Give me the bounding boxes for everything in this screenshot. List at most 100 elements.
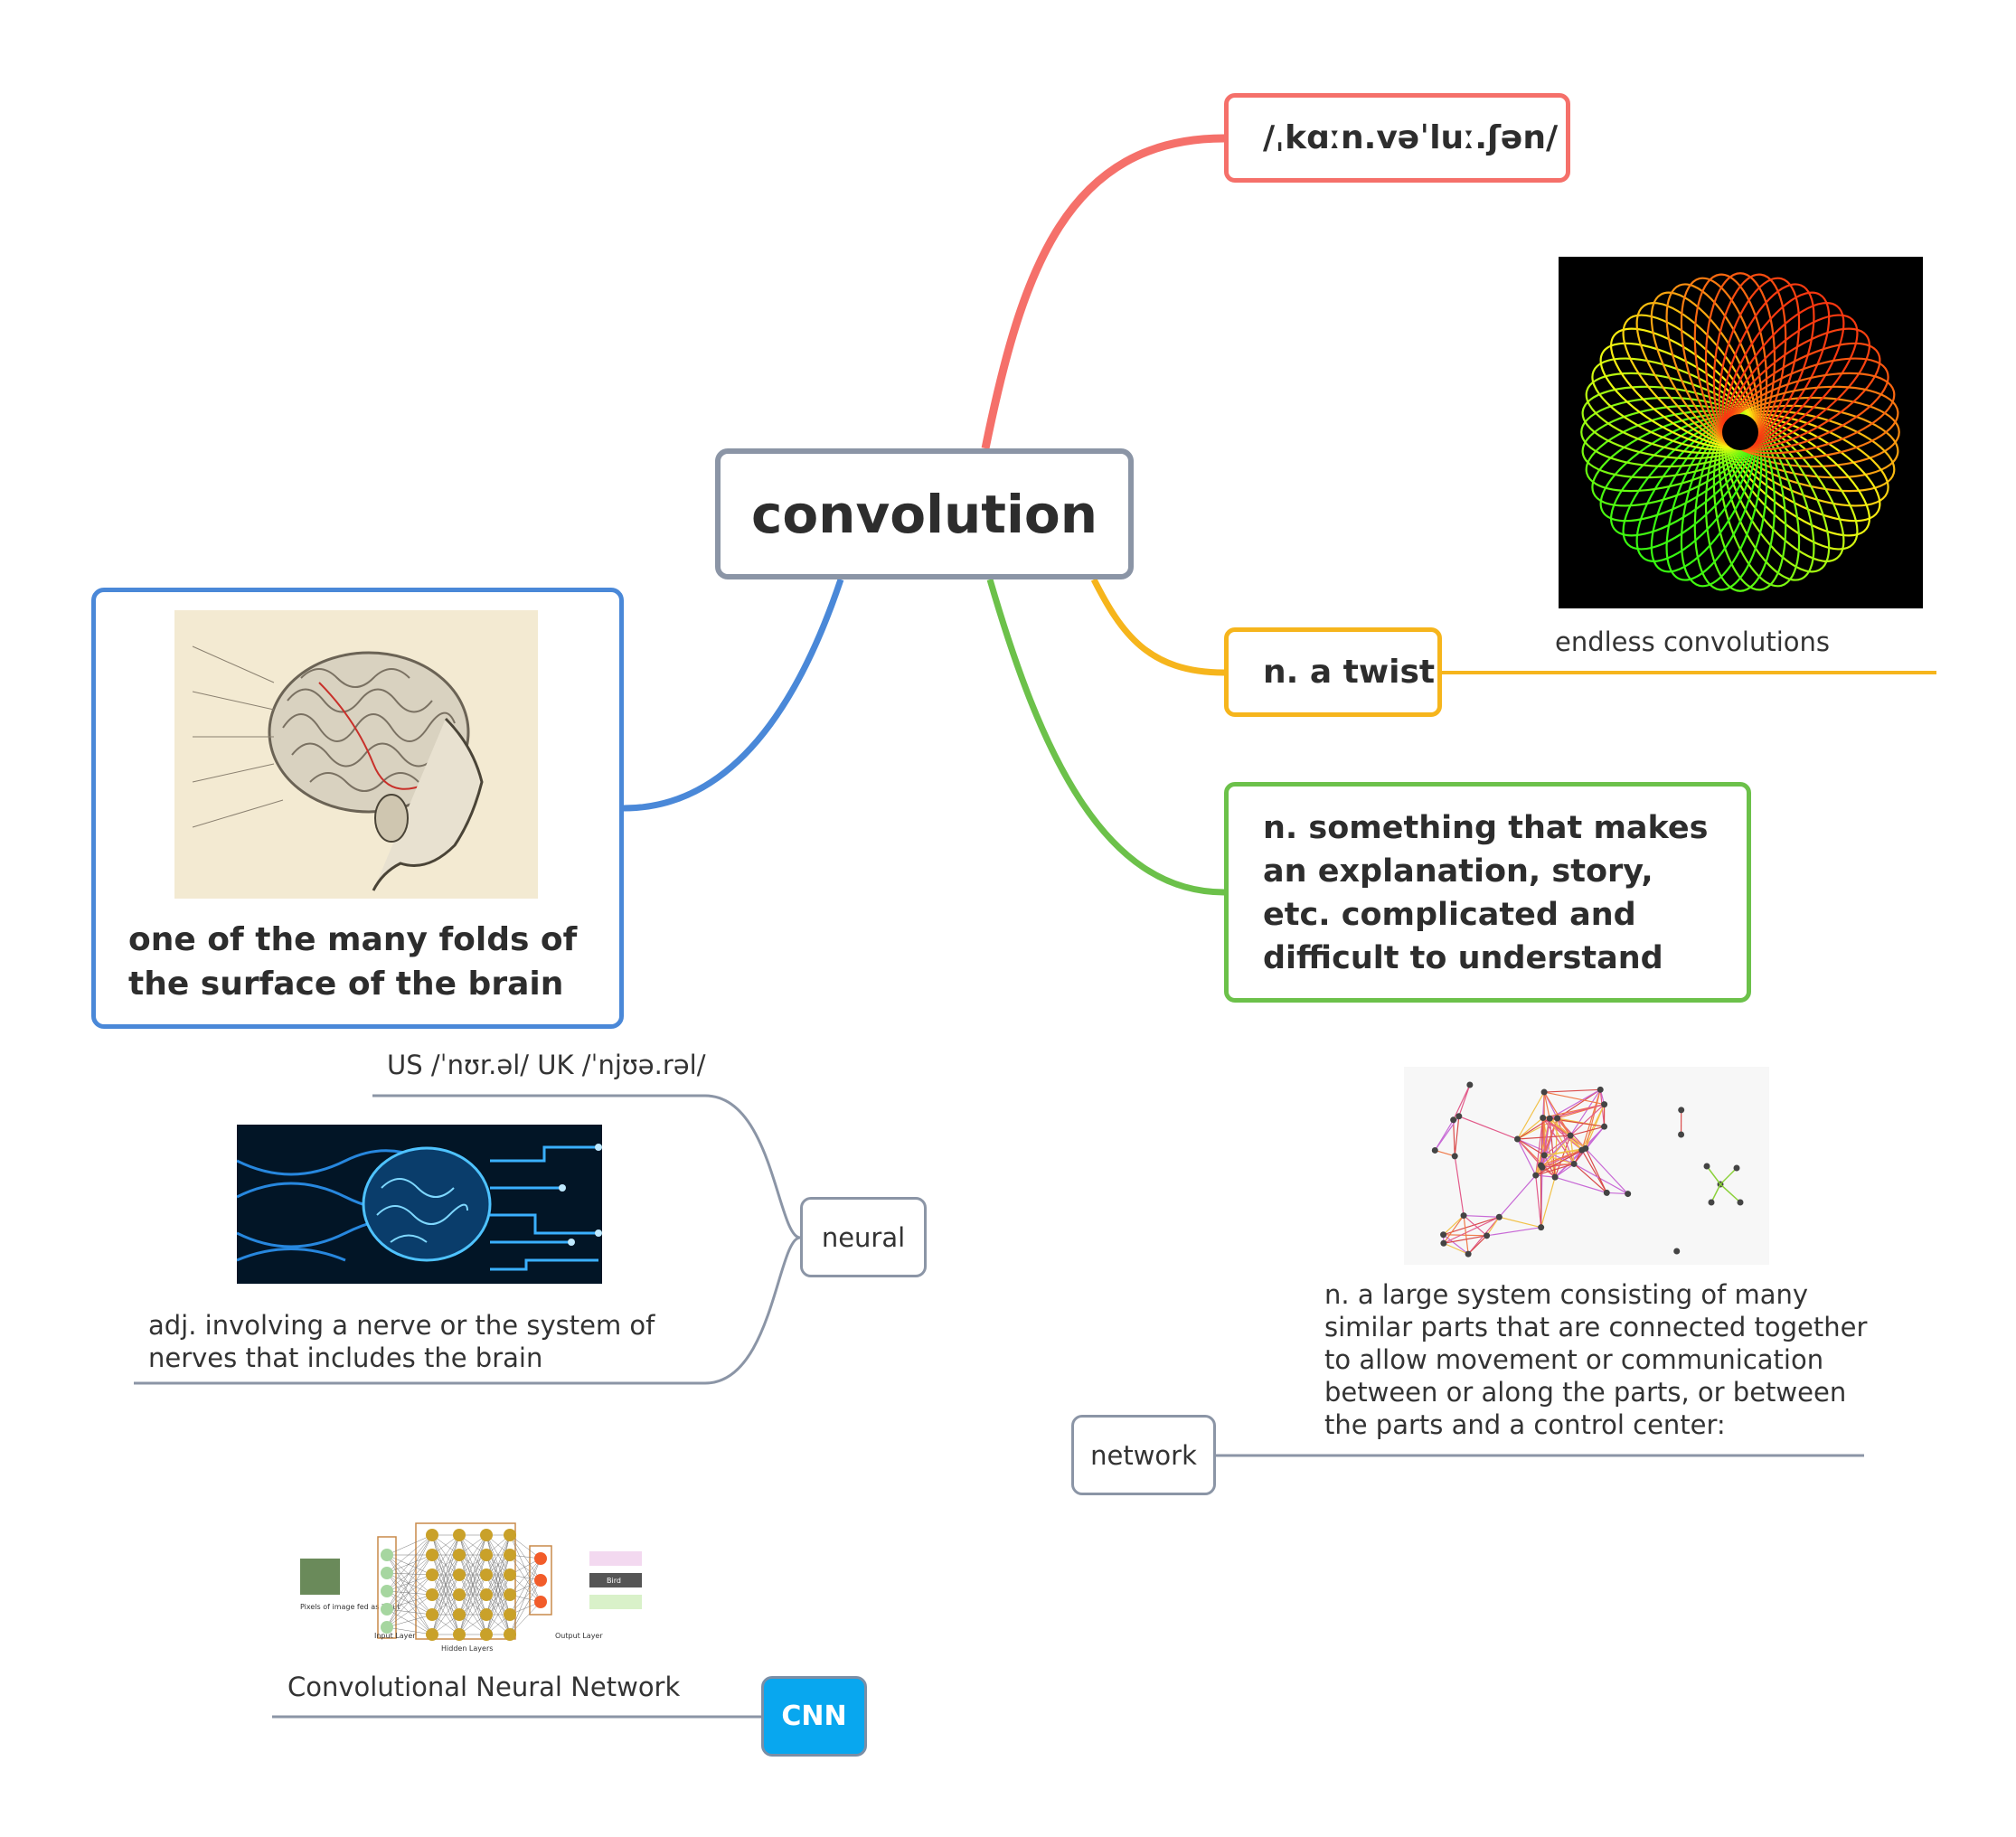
neural-lower-link <box>134 1236 801 1385</box>
cnn-connection <box>386 1554 433 1576</box>
cnn-output-label: Output Layer <box>555 1632 603 1640</box>
cnn-connection <box>386 1614 433 1628</box>
network-node <box>1540 1152 1548 1159</box>
network-node <box>1465 1250 1472 1258</box>
cnn-connection <box>509 1534 542 1603</box>
branch-pronunciation <box>981 134 1225 449</box>
network-cluster-node <box>1737 1199 1744 1206</box>
cnn-neuron <box>453 1569 466 1581</box>
network-node <box>1603 1189 1610 1196</box>
network-node <box>1450 1116 1457 1124</box>
bird-photo <box>300 1559 340 1595</box>
network-node <box>1538 1224 1545 1231</box>
cnn-neuron <box>426 1529 438 1541</box>
network-edge <box>1535 1117 1544 1176</box>
cnn-connection <box>509 1579 542 1635</box>
network-edge <box>1517 1138 1541 1166</box>
network-cluster-edge <box>1719 1183 1741 1203</box>
network-edge <box>1585 1104 1606 1149</box>
cnn-connection <box>386 1572 433 1596</box>
cnn-neuron <box>480 1529 493 1541</box>
pronunciation-text: /ˌkɑːn.vəˈluː.ʃən/ <box>1263 119 1559 156</box>
cnn-neuron <box>480 1569 493 1581</box>
cnn-connection <box>485 1534 511 1576</box>
network-edge <box>1606 1192 1628 1195</box>
cnn-connection <box>386 1590 433 1616</box>
network-edge <box>1544 1147 1586 1156</box>
cnn-neuron <box>381 1621 393 1634</box>
network-node <box>1537 1162 1544 1169</box>
network-edge <box>1540 1176 1556 1228</box>
cnn-connection <box>386 1534 433 1610</box>
topic-brain-fold[interactable]: one of the many folds of the surface of … <box>91 588 624 1029</box>
network-node <box>1440 1239 1447 1247</box>
network-edge <box>1443 1215 1465 1236</box>
topic-network[interactable]: network <box>1071 1415 1216 1495</box>
cnn-neuron <box>534 1552 547 1565</box>
cnn-connection <box>458 1594 487 1635</box>
network-cluster-edge <box>1706 1165 1721 1185</box>
network-edge <box>1443 1216 1500 1236</box>
network-node <box>1678 1107 1685 1114</box>
network-edge <box>1453 1119 1455 1156</box>
network-node <box>1540 1115 1547 1122</box>
network-edge <box>1516 1091 1545 1140</box>
cnn-connection <box>386 1534 433 1574</box>
cnn-connection <box>386 1572 433 1635</box>
cnn-connection <box>431 1594 460 1635</box>
central-topic[interactable]: convolution <box>715 448 1134 579</box>
neural-pronunciation: US /ˈnʊr.əl/ UK /ˈnjʊə.rəl/ <box>387 1050 706 1080</box>
cnn-connection <box>386 1608 433 1616</box>
cnn-label: CNN <box>781 1700 847 1732</box>
cnn-neuron <box>534 1574 547 1587</box>
topic-cnn[interactable]: CNN <box>761 1676 867 1757</box>
cnn-caption: Convolutional Neural Network <box>287 1672 681 1702</box>
topic-twist[interactable]: n. a twist <box>1224 627 1442 717</box>
topic-complication[interactable]: n. something that makes an explanation, … <box>1224 782 1751 1003</box>
network-graphic <box>1431 1081 1744 1258</box>
topic-neural[interactable]: neural <box>800 1197 927 1277</box>
cnn-connection <box>386 1534 433 1628</box>
cnn-connection <box>458 1554 487 1635</box>
topic-pronunciation[interactable]: /ˌkɑːn.vəˈluː.ʃən/ <box>1224 93 1570 183</box>
cnn-neuron <box>426 1608 438 1621</box>
cnn-connection <box>509 1579 542 1616</box>
cnn-pixels-label: Pixels of image fed as input <box>300 1603 400 1611</box>
cnn-neuron <box>504 1628 516 1641</box>
network-edge <box>1516 1138 1537 1176</box>
network-edge <box>1554 1176 1607 1193</box>
branch-brain <box>623 578 844 812</box>
network-edge <box>1569 1104 1605 1136</box>
neural-label: neural <box>821 1221 906 1253</box>
network-edge <box>1454 1155 1465 1216</box>
network-node <box>1484 1232 1491 1239</box>
network-edge <box>1454 1116 1460 1156</box>
digital-brain-image <box>237 1125 602 1284</box>
network-edge <box>1569 1135 1575 1164</box>
complication-text: n. something that makes an explanation, … <box>1263 810 1709 976</box>
cnn-neuron <box>480 1588 493 1601</box>
cnn-neuron <box>504 1588 516 1601</box>
network-edge <box>1443 1216 1500 1244</box>
branch-twist <box>1090 578 1225 676</box>
cnn-hidden-label: Hidden Layers <box>441 1644 493 1653</box>
network-node <box>1551 1173 1559 1181</box>
network-node <box>1514 1135 1521 1143</box>
network-node <box>1440 1231 1447 1239</box>
neural-upper-link <box>372 1094 801 1239</box>
cnn-neuron <box>504 1529 516 1541</box>
cnn-neuron <box>426 1569 438 1581</box>
network-edge <box>1543 1091 1571 1136</box>
branch-complication <box>986 579 1225 896</box>
cnn-connection <box>431 1534 460 1596</box>
twist-caption: endless convolutions <box>1555 626 1831 657</box>
network-edge <box>1535 1174 1556 1178</box>
network-definition: n. a large system consisting of many sim… <box>1324 1279 1868 1440</box>
cnn-connection <box>458 1534 487 1616</box>
network-edge <box>1486 1216 1500 1237</box>
network-edge <box>1543 1091 1550 1119</box>
network-node <box>1451 1153 1458 1160</box>
cnn-connection <box>386 1574 433 1610</box>
network-edge <box>1464 1214 1500 1218</box>
network-node <box>1455 1113 1463 1120</box>
